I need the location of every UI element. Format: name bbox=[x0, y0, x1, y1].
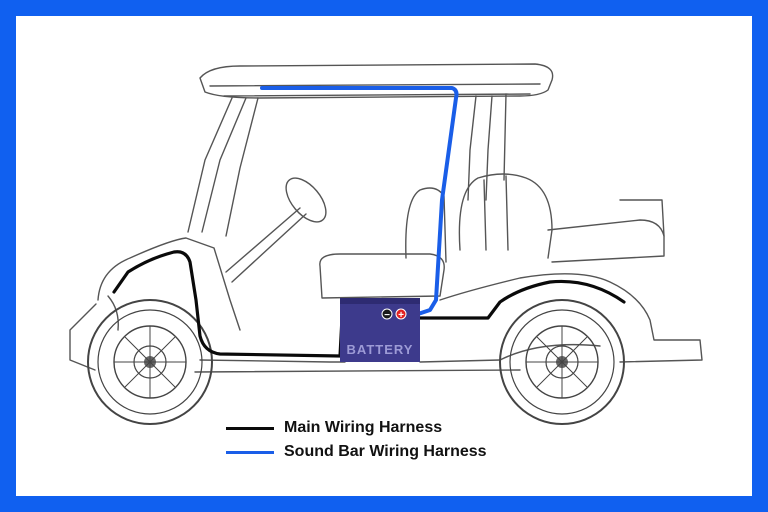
rear-seat-base bbox=[547, 219, 665, 263]
rear-seat-back bbox=[458, 173, 553, 259]
front-body bbox=[97, 237, 241, 331]
cart-roof bbox=[199, 63, 554, 99]
windshield bbox=[225, 97, 259, 237]
side-skirt bbox=[199, 359, 346, 363]
legend: Main Wiring Harness Sound Bar Wiring Har… bbox=[226, 416, 487, 464]
legend-swatch-main bbox=[226, 426, 274, 430]
main-wiring-harness bbox=[112, 250, 626, 358]
rear-body bbox=[439, 273, 703, 363]
positive-symbol: + bbox=[398, 310, 404, 321]
legend-label-sound-bar: Sound Bar Wiring Harness bbox=[284, 443, 487, 460]
steering-wheel bbox=[285, 177, 327, 223]
positive-terminal bbox=[395, 308, 407, 320]
legend-swatch-sound-bar bbox=[226, 450, 274, 454]
negative-terminal bbox=[381, 308, 393, 320]
battery: − + BATTERY bbox=[340, 298, 420, 362]
legend-item-sound-bar: Sound Bar Wiring Harness bbox=[226, 440, 487, 464]
negative-symbol: − bbox=[384, 310, 390, 321]
rear-wheel bbox=[499, 299, 625, 425]
steering-column bbox=[225, 207, 301, 273]
front-wheel bbox=[87, 299, 213, 425]
front-seat-base bbox=[319, 253, 445, 299]
front-strut bbox=[187, 97, 233, 233]
front-seat-back bbox=[405, 187, 447, 263]
battery-label: BATTERY bbox=[347, 342, 414, 357]
sound-bar-wiring-harness bbox=[260, 86, 459, 316]
legend-label-main: Main Wiring Harness bbox=[284, 419, 443, 436]
legend-item-main: Main Wiring Harness bbox=[226, 416, 487, 440]
rear-strut bbox=[467, 95, 477, 201]
